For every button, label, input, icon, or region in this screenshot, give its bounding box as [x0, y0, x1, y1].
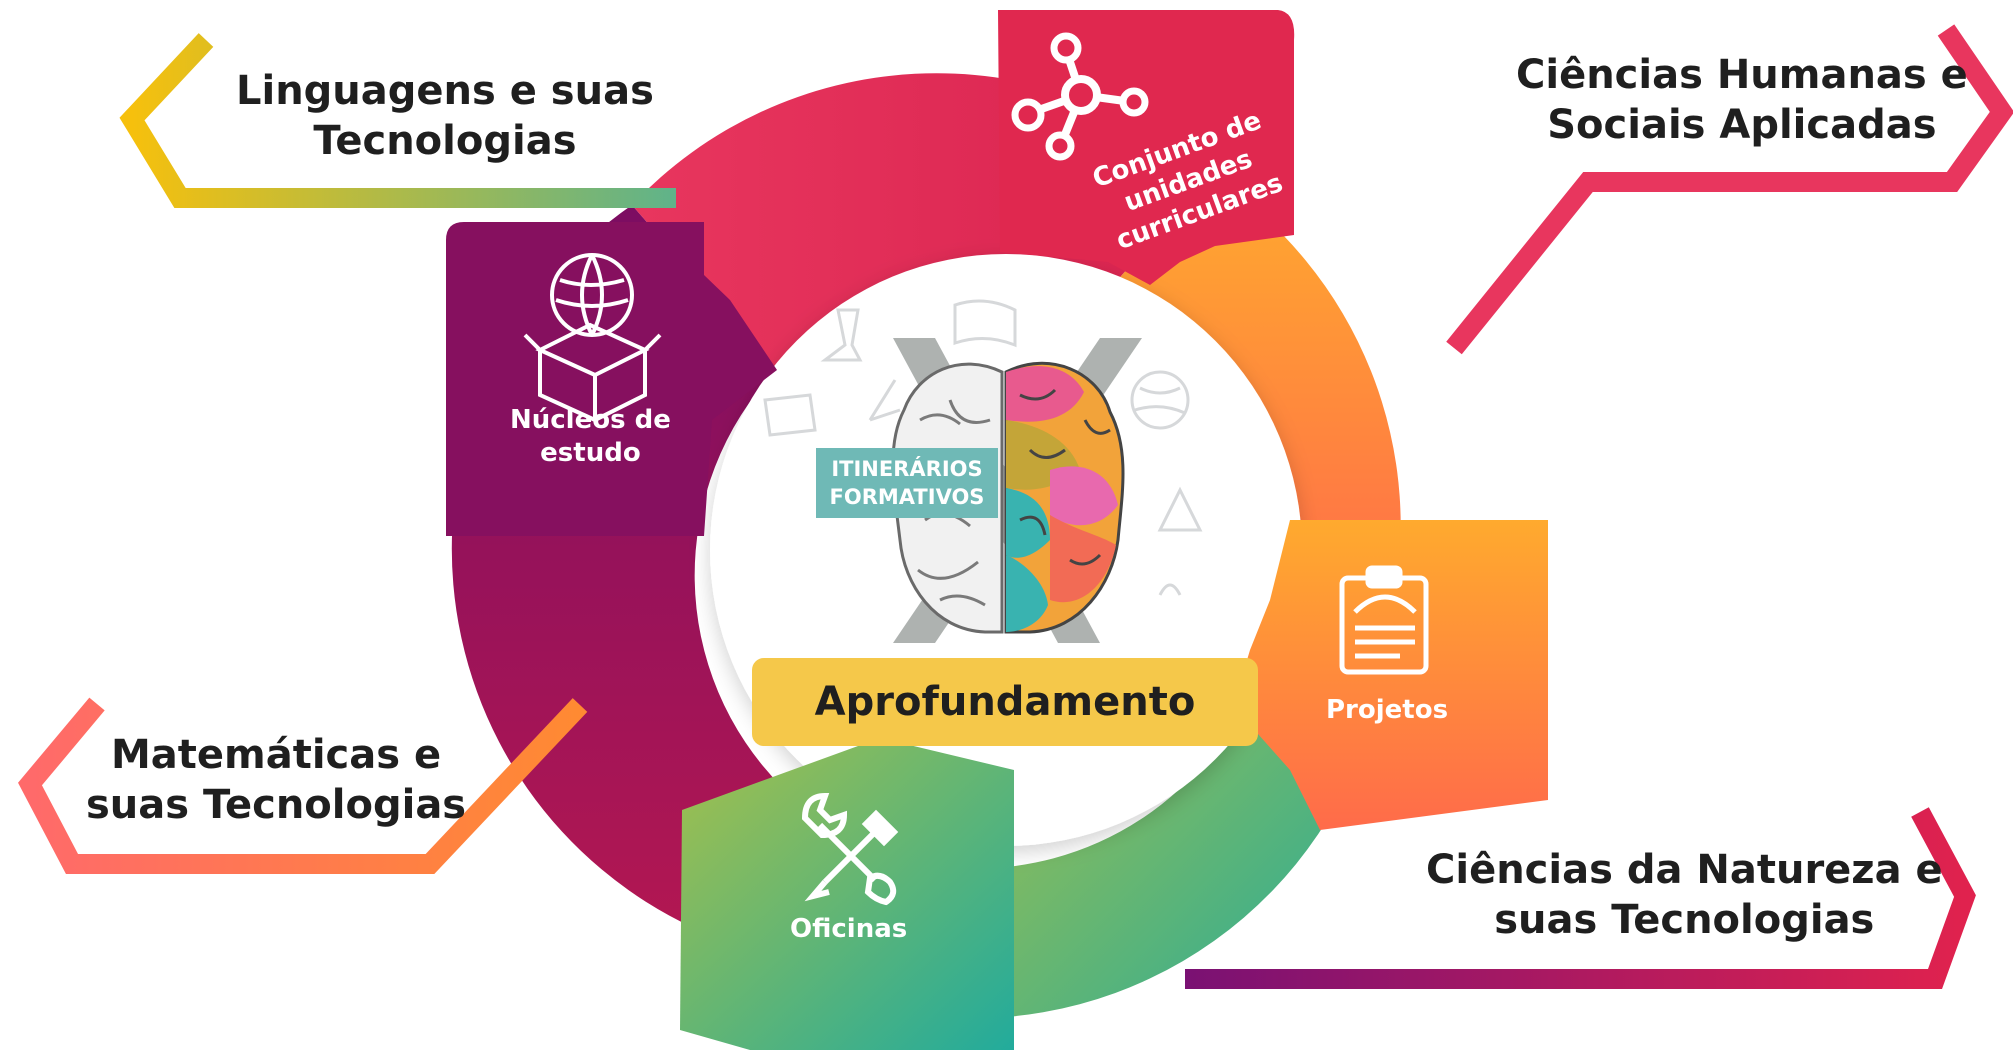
segment-box-projetos	[1238, 520, 1548, 830]
segment-box-nucleos	[446, 222, 777, 536]
area-matematica-line1: Matemáticas e	[111, 732, 442, 778]
area-humanas: Ciências Humanas e Sociais Aplicadas	[1516, 50, 1968, 150]
science-doodles	[763, 299, 1203, 596]
area-matematica-line2: suas Tecnologias	[86, 782, 467, 828]
badge-line-1: ITINERÁRIOS	[831, 457, 983, 481]
arrow-frame-natureza	[1185, 807, 1976, 989]
label-nucleos-line1: Núcleos de	[510, 405, 671, 435]
label-oficinas: Oficinas	[790, 913, 907, 946]
aprofundamento-label: Aprofundamento	[814, 679, 1196, 725]
globe-box-icon	[523, 253, 662, 423]
area-linguagens-line1: Linguagens e suas	[236, 68, 654, 114]
arrow-frame-linguagens	[119, 33, 676, 208]
network-icon	[1011, 32, 1149, 161]
label-projetos: Projetos	[1326, 694, 1448, 727]
area-linguagens-line2: Tecnologias	[313, 118, 577, 164]
itinerarios-badge: ITINERÁRIOS FORMATIVOS	[816, 448, 998, 518]
arrow-frame-humanas	[1446, 24, 2013, 355]
segment-box-oficinas	[680, 738, 1014, 1050]
area-humanas-line1: Ciências Humanas e	[1516, 52, 1968, 98]
area-natureza-line1: Ciências da Natureza e	[1426, 847, 1943, 893]
arrow-frame-matematica	[18, 697, 588, 874]
tools-icon	[801, 792, 899, 906]
area-humanas-line2: Sociais Aplicadas	[1547, 102, 1937, 148]
label-nucleos-line2: estudo	[540, 438, 641, 468]
area-natureza: Ciências da Natureza e suas Tecnologias	[1426, 845, 1943, 945]
area-matematica: Matemáticas e suas Tecnologias	[86, 730, 466, 830]
area-natureza-line2: suas Tecnologias	[1494, 897, 1875, 943]
label-oficinas-text: Oficinas	[790, 914, 908, 944]
label-projetos-text: Projetos	[1326, 695, 1449, 725]
area-linguagens: Linguagens e suas Tecnologias	[236, 66, 654, 166]
clipboard-icon	[1339, 565, 1429, 675]
label-nucleos: Núcleos de estudo	[510, 404, 671, 470]
badge-line-2: FORMATIVOS	[829, 485, 985, 509]
aprofundamento-box: Aprofundamento	[752, 658, 1258, 746]
